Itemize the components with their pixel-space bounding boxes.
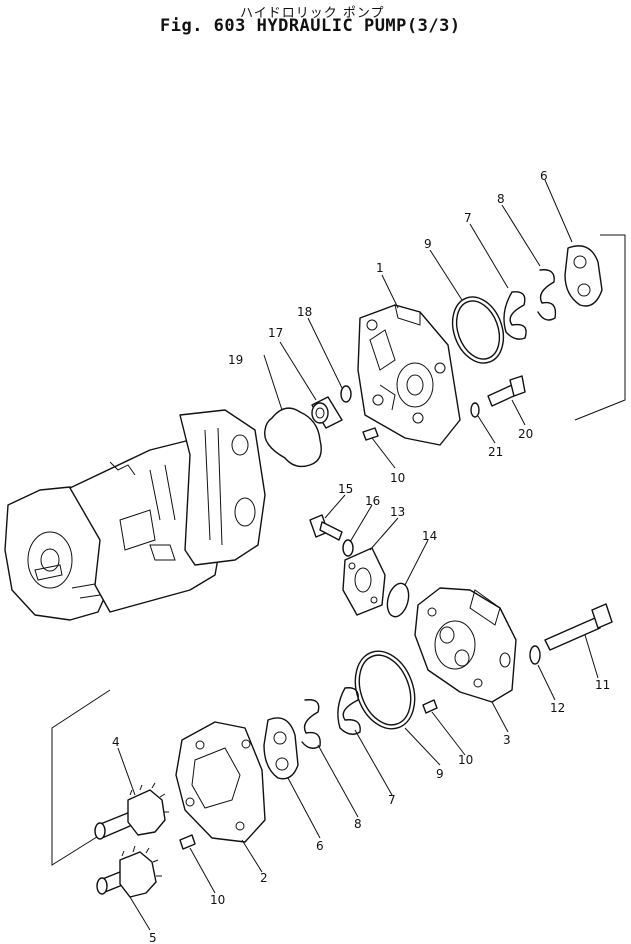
part-8-backup-ring-lower	[301, 699, 321, 749]
part-17-bushing	[311, 396, 343, 429]
part-19-gasket	[263, 407, 322, 468]
part-3-gear-case	[414, 587, 517, 703]
callout-10-lower: 10	[210, 893, 225, 907]
callout-13: 13	[390, 505, 405, 519]
callout-19: 19	[228, 353, 243, 367]
callout-12: 12	[550, 701, 565, 715]
part-16-washer	[342, 539, 354, 557]
part-2-front-cover	[175, 721, 266, 843]
part-21-washer	[470, 402, 480, 418]
callout-9-upper: 9	[424, 237, 432, 251]
callout-16: 16	[365, 494, 380, 508]
diagram-title-japanese: ハイドロリック ポンプ	[240, 6, 385, 21]
callout-20: 20	[518, 427, 533, 441]
callout-15: 15	[338, 482, 353, 496]
part-10-pin-upper	[362, 427, 379, 441]
part-4-drive-gear	[94, 782, 169, 840]
callout-14: 14	[422, 529, 437, 543]
part-20-bolt	[487, 375, 526, 407]
part-8-backup-ring-upper	[537, 269, 557, 321]
callout-11: 11	[595, 678, 610, 692]
part-12-washer	[529, 645, 541, 665]
callout-21: 21	[488, 445, 503, 459]
part-5-driven-gear	[96, 845, 162, 898]
part-10-pin-lower	[179, 834, 196, 850]
callout-2: 2	[260, 871, 268, 885]
callout-10-middle: 10	[458, 753, 473, 767]
part-18-snap-ring	[340, 385, 352, 403]
part-6-wear-plate-lower	[263, 717, 299, 780]
part-11-bolt	[544, 603, 613, 651]
callout-6-lower: 6	[316, 839, 324, 853]
part-9-o-ring-upper	[451, 296, 505, 364]
part-6-wear-plate-upper	[564, 245, 603, 307]
callout-6-upper: 6	[540, 169, 548, 183]
callout-17: 17	[268, 326, 283, 340]
part-1-gear-case	[357, 304, 461, 446]
part-7-seal-upper	[503, 291, 527, 340]
diagram-title: Fig. 603 HYDRAULIC PUMP(3/3)	[160, 16, 461, 36]
group-bracket-lower	[51, 689, 111, 866]
callout-leaders	[117, 179, 599, 931]
callout-8-lower: 8	[354, 817, 362, 831]
group-bracket-upper	[574, 234, 626, 421]
callout-3: 3	[503, 733, 511, 747]
callout-18: 18	[297, 305, 312, 319]
callout-9-lower: 9	[436, 767, 444, 781]
callout-7-lower: 7	[388, 793, 396, 807]
callout-labels: 1 2 3 4 5 6 6 7 7 8 8 9 9 10 10 10 11 12…	[112, 169, 610, 944]
callout-8-upper: 8	[497, 192, 505, 206]
part-14-o-ring	[386, 582, 410, 618]
part-15-bolt	[309, 514, 343, 541]
part-10-pin-middle	[422, 699, 438, 714]
part-7-seal-lower	[337, 687, 361, 735]
callout-5: 5	[149, 931, 157, 944]
part-13-flange	[342, 547, 386, 616]
callout-1: 1	[376, 261, 384, 275]
callout-4: 4	[112, 735, 120, 749]
pump-assembly-body	[4, 409, 266, 621]
callout-7-upper: 7	[464, 211, 472, 225]
callout-10-upper: 10	[390, 471, 405, 485]
